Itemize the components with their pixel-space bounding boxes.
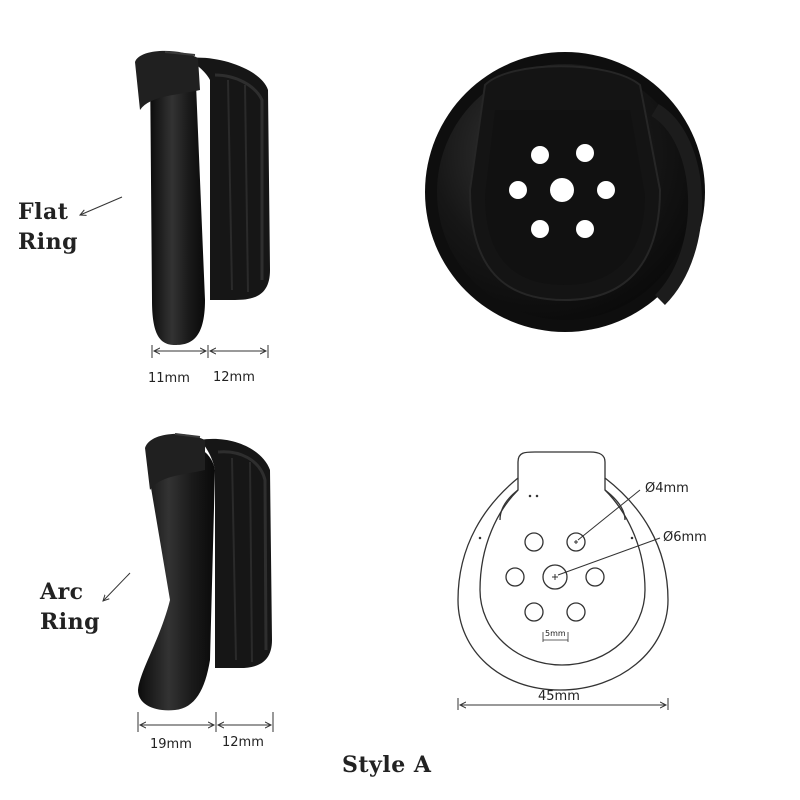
flat-ring-label-line2: Ring	[18, 229, 79, 255]
flat-ring-pointer	[80, 196, 123, 215]
arc-ring-dimensions	[137, 712, 274, 732]
top-hole-center	[550, 178, 574, 202]
diagram-hole-4	[585, 567, 605, 587]
flat-ring-side-view	[135, 50, 270, 345]
small-hole-dimension: Ø4mm	[645, 481, 689, 496]
flat-cage-dimension: 12mm	[213, 370, 255, 385]
flat-ring-label: Flat Ring	[18, 197, 78, 257]
flat-base-dimension: 11mm	[148, 371, 190, 386]
diagram-hole-center	[542, 564, 568, 590]
arc-ring-pointer	[103, 572, 131, 601]
cage-top-view	[425, 52, 705, 332]
arc-ring-label-line1: Arc	[40, 579, 84, 605]
style-title: Style A	[342, 752, 432, 778]
technical-drawing	[457, 451, 669, 710]
top-hole-1	[531, 146, 549, 164]
flat-ring-dimensions	[151, 345, 269, 358]
arc-cage-dimension: 12mm	[222, 735, 264, 750]
hole-spacing-dimension: 5mm	[545, 629, 566, 638]
diagram-hole-6	[566, 602, 586, 622]
top-hole-2	[576, 144, 594, 162]
arc-ring-label: Arc Ring	[40, 577, 100, 637]
arc-ring-label-line2: Ring	[40, 609, 101, 635]
top-hole-6	[576, 220, 594, 238]
top-hole-4	[597, 181, 615, 199]
flat-ring-label-line1: Flat	[18, 199, 69, 225]
center-hole-dimension: Ø6mm	[663, 530, 707, 545]
diagram-hole-2	[566, 532, 586, 552]
diagram-hole-3	[505, 567, 525, 587]
top-hole-5	[531, 220, 549, 238]
arc-base-dimension: 19mm	[150, 737, 192, 752]
top-hole-3	[509, 181, 527, 199]
diagram-hole-1	[524, 532, 544, 552]
arc-ring-side-view	[138, 433, 272, 711]
overall-width-dimension: 45mm	[538, 689, 580, 704]
diagram-hole-5	[524, 602, 544, 622]
